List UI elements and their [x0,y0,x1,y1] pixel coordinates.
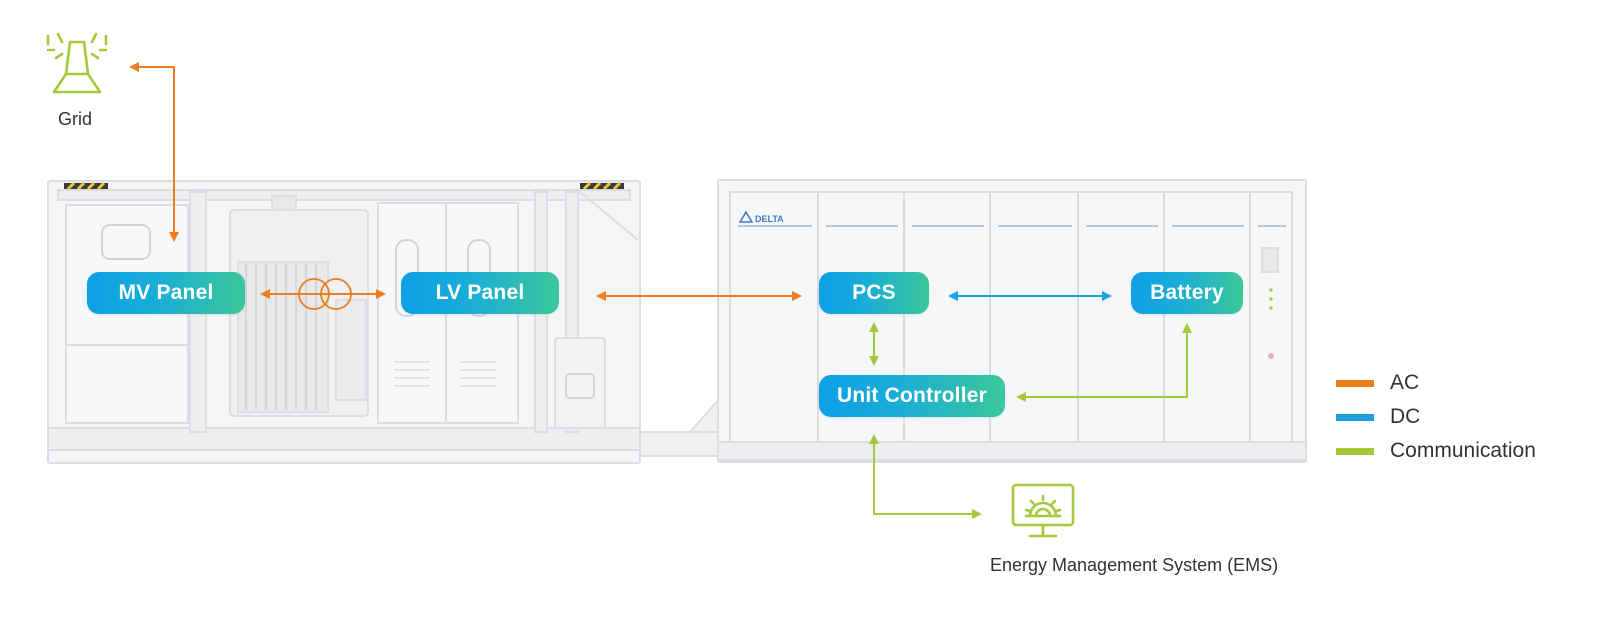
transmission-tower-icon [46,32,108,94]
com-arrow-controller-battery [1016,323,1192,402]
ems-label: Energy Management System (EMS) [990,555,1279,575]
brand-logo-text: DELTA [755,214,784,224]
legend-item-communication: Communication [1336,434,1572,468]
legend-item-dc: DC [1336,400,1572,434]
pcs-node: PCS [819,272,929,314]
legend-swatch-dc [1336,413,1374,421]
unit-controller-node: Unit Controller [819,375,1005,417]
legend-label-ac: AC [1390,371,1420,394]
ac-arrow-grid-mv [129,62,179,242]
mv-panel-node: MV Panel [87,272,245,314]
battery-node: Battery [1131,272,1243,314]
lv-panel-node: LV Panel [401,272,559,314]
legend: AC DC Communication [1336,366,1572,468]
legend-item-ac: AC [1336,366,1572,400]
legend-swatch-ac [1336,379,1374,387]
left-skid-container [47,180,641,464]
monitor-gear-icon [1011,483,1075,538]
inter-skid-connector [639,395,721,457]
com-arrow-controller-ems [869,434,982,519]
legend-swatch-communication [1336,447,1374,455]
brand-logo: DELTA [738,210,784,224]
grid-label: Grid [58,109,93,129]
legend-label-communication: Communication [1390,439,1536,462]
legend-label-dc: DC [1390,405,1421,428]
transformer-symbol-icon [298,278,352,310]
